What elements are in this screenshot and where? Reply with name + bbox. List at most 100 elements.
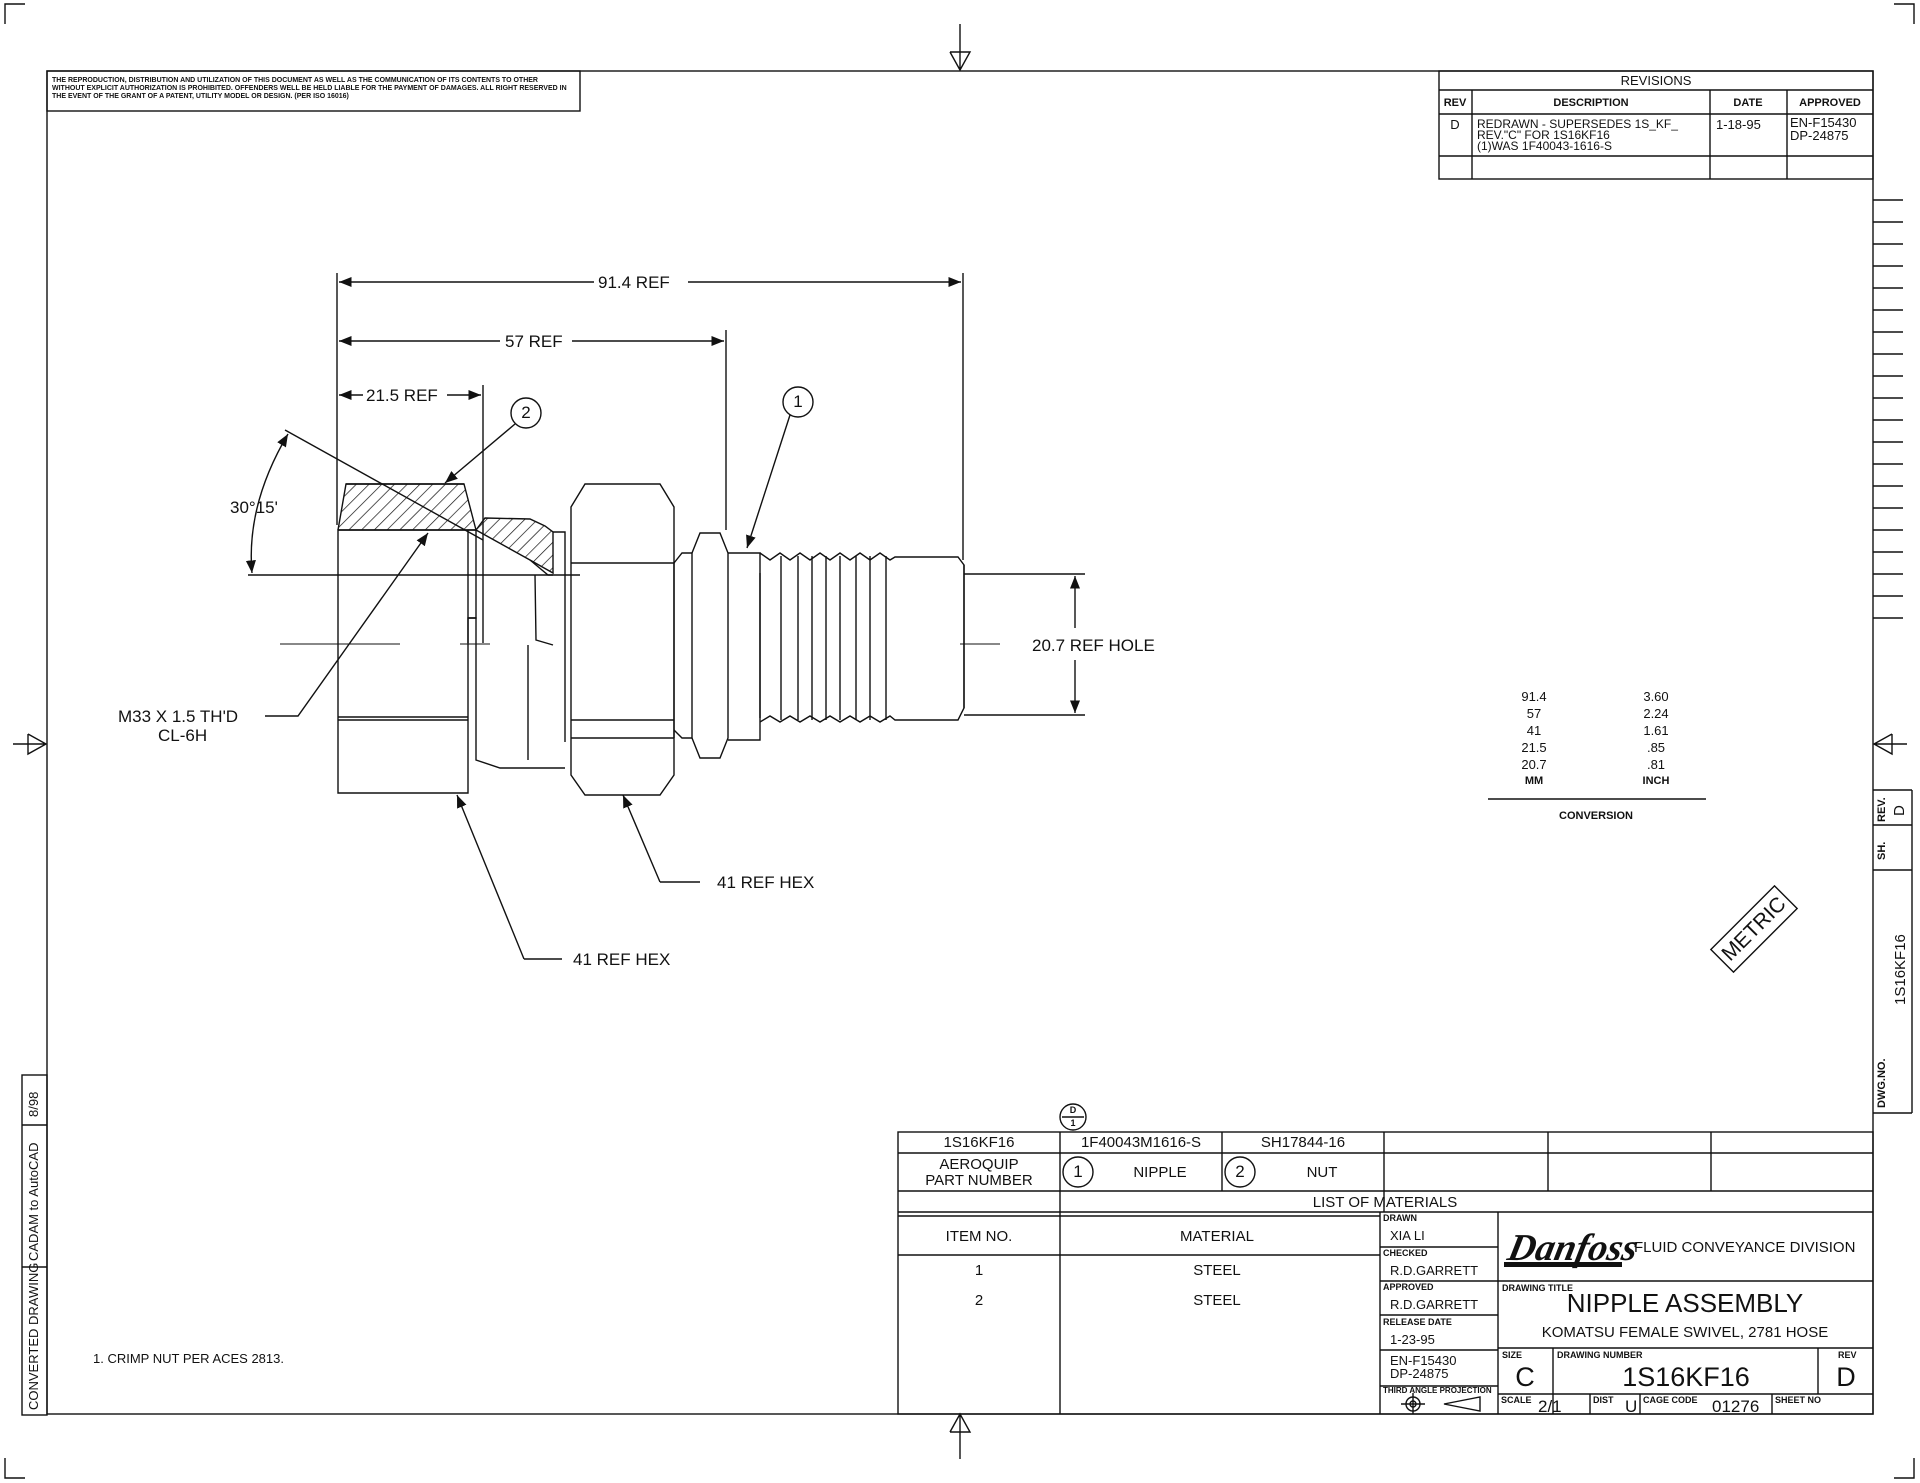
- item-no-header: ITEM NO.: [945, 1228, 1013, 1245]
- revision-date: 1-18-95: [1716, 117, 1761, 132]
- conversion-mm-value: 21.5: [1521, 740, 1547, 755]
- conversion-inch-value: .81: [1646, 757, 1666, 772]
- revision-approved-line: EN-F15430: [1790, 115, 1857, 130]
- side-rev-label: REV.: [1876, 797, 1888, 822]
- sheet-no-label: SHEET NO: [1775, 1395, 1822, 1405]
- projection-label: THIRD ANGLE PROJECTION: [1383, 1386, 1492, 1395]
- list-of-materials-title: LIST OF MATERIALS: [1312, 1194, 1458, 1211]
- corner-marks: [4, 3, 1915, 1479]
- balloon-item-2: 2: [521, 403, 531, 422]
- part-drawing: [280, 483, 1000, 796]
- item-2-balloon: 2: [1235, 1162, 1245, 1181]
- release-date-label: RELEASE DATE: [1383, 1317, 1452, 1327]
- part-number-label-line: PART NUMBER: [925, 1172, 1033, 1189]
- drawn-by: XIA LI: [1390, 1228, 1425, 1243]
- item-material: STEEL: [1193, 1292, 1241, 1309]
- conversion-date: 8/98: [26, 1091, 41, 1117]
- rev-flag-number: 1: [1070, 1118, 1076, 1128]
- danfoss-logo: Danfoss: [1503, 1227, 1642, 1269]
- side-drawing-number-label: DWG.NO.: [1876, 1058, 1888, 1109]
- crimp-note: 1. CRIMP NUT PER ACES 2813.: [93, 1351, 284, 1366]
- cadam-to-autocad-label: CADAM to AutoCAD: [26, 1142, 41, 1262]
- conversion-mm-value: 91.4: [1521, 689, 1547, 704]
- converted-drawing-label: CONVERTED DRAWING: [26, 1262, 41, 1410]
- notice-box: [46, 70, 581, 112]
- dim-hole: 20.7 REF HOLE: [1032, 636, 1155, 655]
- checked-by: R.D.GARRETT: [1390, 1263, 1479, 1278]
- revision-rev: D: [1450, 117, 1460, 132]
- conversion-inch-value: .85: [1646, 740, 1666, 755]
- item-1-name: NIPPLE: [1133, 1164, 1187, 1181]
- copyright-notice: THE REPRODUCTION, DISTRIBUTION AND UTILI…: [52, 77, 567, 100]
- drawing-title: NIPPLE ASSEMBLY: [1566, 1288, 1804, 1318]
- item-2-name: NUT: [1306, 1164, 1338, 1181]
- drawn-label: DRAWN: [1383, 1213, 1417, 1223]
- dp-number: DP-24875: [1390, 1366, 1449, 1381]
- dist-value: U: [1625, 1397, 1638, 1416]
- description-col-header: DESCRIPTION: [1553, 97, 1629, 109]
- dim-hex-center: 41 REF HEX: [717, 873, 815, 892]
- conversion-mm-unit: MM: [1524, 775, 1544, 787]
- rev-col-header: REV: [1443, 97, 1467, 109]
- side-drawing-number: 1S16KF16: [1892, 934, 1909, 1005]
- approved-by: R.D.GARRETT: [1390, 1297, 1479, 1312]
- cage-code-label: CAGE CODE: [1643, 1395, 1698, 1405]
- revisions-title: REVISIONS: [1620, 73, 1692, 88]
- rev-flag-letter: D: [1069, 1105, 1077, 1115]
- converted-strip: [21, 1074, 48, 1416]
- metric-stamp-frame: [1709, 884, 1799, 974]
- part-number-label-line: AEROQUIP: [939, 1156, 1019, 1173]
- dim-21-5-ref: 21.5 REF: [366, 386, 438, 405]
- dim-angle: 30°15': [230, 498, 278, 517]
- revision-table: [1438, 70, 1874, 180]
- approved-label: APPROVED: [1383, 1282, 1434, 1292]
- rev-label: REV: [1838, 1350, 1857, 1360]
- conversion-inch-unit: INCH: [1642, 775, 1670, 787]
- conversion-mm-value: 41: [1526, 723, 1542, 738]
- conversion-mm-value: 20.7: [1521, 757, 1547, 772]
- conversion-mm-value: 57: [1526, 706, 1542, 721]
- title-block: [1379, 1212, 1873, 1414]
- date-col-header: DATE: [1733, 97, 1763, 109]
- conversion-title: CONVERSION: [1559, 810, 1633, 822]
- thread-class-line: CL-6H: [158, 726, 208, 745]
- svg-text:Danfoss: Danfoss: [1503, 1227, 1642, 1269]
- approved-col-header: APPROVED: [1799, 97, 1861, 109]
- drawing-number-label: DRAWING NUMBER: [1557, 1350, 1643, 1360]
- revision-description-line: REV."C" FOR 1S16KF16: [1477, 128, 1610, 142]
- release-date: 1-23-95: [1390, 1332, 1435, 1347]
- scale-label: SCALE: [1501, 1395, 1532, 1405]
- conversion-inch-value: 1.61: [1643, 723, 1669, 738]
- cage-code: 01276: [1712, 1397, 1760, 1416]
- item-number: 1: [974, 1262, 984, 1279]
- thread-spec-line: M33 X 1.5 TH'D: [118, 707, 239, 726]
- side-sheet-label: SH.: [1876, 841, 1888, 860]
- dim-overall-length: 91.4 REF: [598, 273, 670, 292]
- size-label: SIZE: [1502, 1350, 1523, 1360]
- division-name: FLUID CONVEYANCE DIVISION: [1634, 1239, 1856, 1256]
- dim-hex-nut: 41 REF HEX: [573, 950, 671, 969]
- revision-description-line: (1)WAS 1F40043-1616-S: [1477, 139, 1612, 153]
- assembly-part-number: 1S16KF16: [943, 1134, 1015, 1151]
- side-rev-value: D: [1891, 805, 1908, 816]
- item-number: 2: [974, 1292, 984, 1309]
- side-strip: [1873, 789, 1913, 1114]
- revision-description-line: REDRAWN - SUPERSEDES 1S_KF_: [1477, 117, 1678, 131]
- zone-ticks: [1873, 199, 1903, 619]
- scale-value: 2/1: [1538, 1397, 1562, 1416]
- conversion-inch-value: 2.24: [1643, 706, 1669, 721]
- conversion-inch-value: 3.60: [1643, 689, 1669, 704]
- drawing-title-label: DRAWING TITLE: [1502, 1283, 1573, 1293]
- nut-part-number: SH17844-16: [1260, 1134, 1346, 1151]
- drawing-number: 1S16KF16: [1622, 1362, 1750, 1392]
- revision-approved-line: DP-24875: [1790, 128, 1849, 143]
- dimension-lines: [245, 273, 1085, 960]
- item-material: STEEL: [1193, 1262, 1241, 1279]
- nipple-part-number: 1F40043M1616-S: [1080, 1134, 1202, 1151]
- drawing-revision: D: [1836, 1362, 1856, 1392]
- material-header: MATERIAL: [1180, 1228, 1254, 1245]
- dist-label: DIST: [1593, 1395, 1614, 1405]
- centering-marks: [13, 24, 1907, 1459]
